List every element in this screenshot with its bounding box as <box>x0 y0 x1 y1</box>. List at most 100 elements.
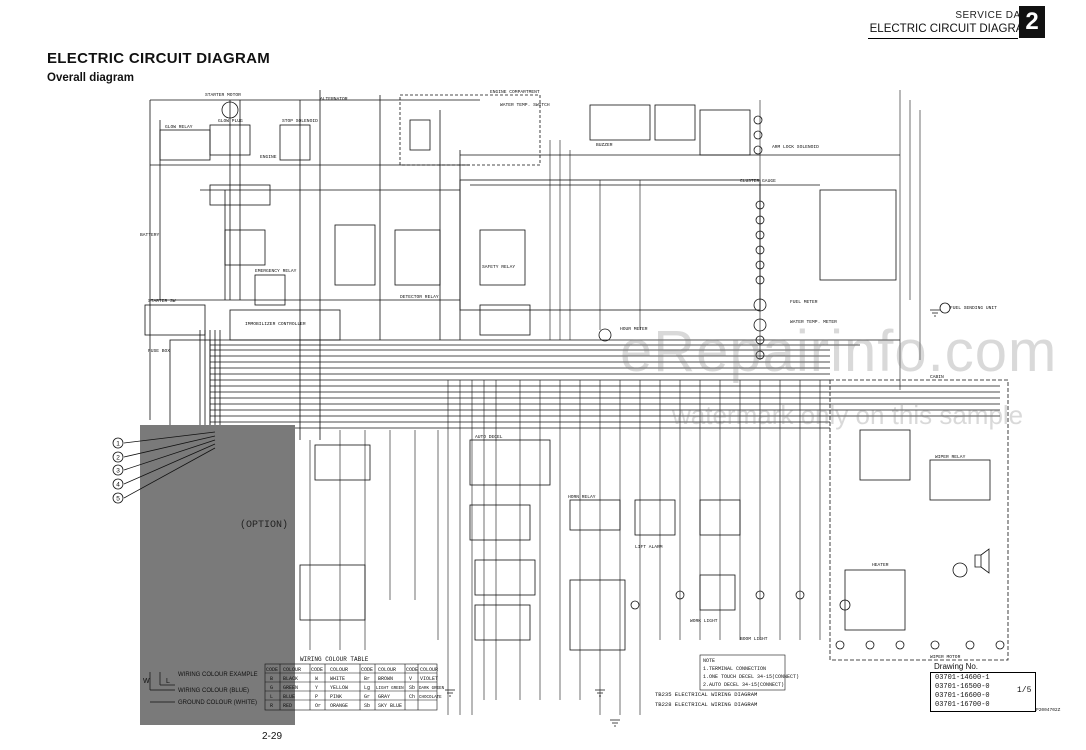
safety-relay-box <box>479 229 526 286</box>
colour-table-title: WIRING COLOUR TABLE <box>300 656 369 663</box>
ct-r0c7: VIOLET <box>420 676 438 682</box>
auto-decel-box <box>469 439 551 486</box>
notes-box <box>699 654 786 691</box>
legend-blue-label: WIRING COLOUR (BLUE) <box>178 688 249 694</box>
glow-plug-box <box>209 124 251 156</box>
footer-code: P2004702Z <box>1036 708 1061 713</box>
label-starter-sw: STARTER SW <box>148 298 176 304</box>
wiring-label-2: TB228 ELECTRICAL WIRING DIAGRAM <box>655 701 757 708</box>
emergency-relay2-box <box>394 229 441 286</box>
ct-h1: COLOUR <box>283 667 301 673</box>
ct-r2c3: PINK <box>330 694 342 700</box>
emergency-relay-box <box>254 274 286 306</box>
marker-2-label: 2 <box>116 455 120 462</box>
legend-example-title: WIRING COLOUR EXAMPLE <box>178 672 258 678</box>
generator-relay-box <box>209 184 271 206</box>
header-rule <box>868 38 1018 39</box>
marker-4 <box>112 478 124 490</box>
ct-r0c3: WHITE <box>330 676 345 682</box>
light-relay2-box <box>699 499 741 536</box>
page-subtitle: Overall diagram <box>47 72 134 84</box>
label-starter-motor: STARTER MOTOR <box>205 92 241 98</box>
marker-2 <box>112 451 124 463</box>
label-boom-light: BOOM LIGHT <box>740 636 768 642</box>
label-engine: ENGINE <box>260 154 277 160</box>
label-glow-plug: GLOW PLUG <box>218 118 243 124</box>
stop-solenoid-box <box>279 124 311 161</box>
label-lift-alarm: LIFT ALARM <box>635 544 663 550</box>
ct-h0: CODE <box>266 667 278 673</box>
marker-4-label: 4 <box>116 482 120 489</box>
page-title: ELECTRIC CIRCUIT DIAGRAM <box>47 50 271 67</box>
arm-switch-box <box>589 104 651 141</box>
ct-r3c0: R <box>270 703 273 709</box>
legend-letter-l: L <box>166 678 170 685</box>
ct-h7: COLOUR <box>420 667 438 673</box>
notes-heading: NOTE <box>703 658 715 664</box>
marker-group <box>112 431 216 504</box>
label-work-light: WORK LIGHT <box>690 618 718 624</box>
marker-5-label: 5 <box>116 496 120 503</box>
drawing-number-label: Drawing No. <box>934 662 979 671</box>
label-safety-relay: SAFETY RELAY <box>482 264 515 270</box>
ct-r0c1: BLACK <box>283 676 298 682</box>
label-immobilizer: IMMOBILIZER CONTROLLER <box>245 321 306 327</box>
ct-r3c4: Sb <box>364 703 370 709</box>
colour-table <box>264 663 438 711</box>
drawing-number-4: 03701-16700-0 <box>935 701 990 709</box>
ct-r1c1: GREEN <box>283 685 298 691</box>
ct-r0c2: W <box>315 676 318 682</box>
section-title: ELECTRIC CIRCUIT DIAGRAM <box>869 23 1033 35</box>
cluster-gauge-box <box>459 179 761 311</box>
marker-1-label: 1 <box>116 441 120 448</box>
notes-line-2: 1.ONE TOUCH DECEL 34-15(CONNECT) <box>703 674 799 680</box>
ct-h6: CODE <box>406 667 418 673</box>
ground-symbols <box>445 309 940 727</box>
label-wiper-motor: WIPER MOTOR <box>930 654 961 660</box>
upper-bus-lines <box>150 99 900 301</box>
label-cluster-gauge: CLUSTER GAUGE <box>740 178 776 184</box>
watermark-notice: watermark only on this sample <box>672 400 1024 430</box>
ct-r1c0: G <box>270 685 273 691</box>
label-water-temp-switch: WATER TEMP. SWITCH <box>500 102 550 108</box>
label-auto-decel: AUTO DECEL <box>475 434 503 440</box>
label-emergency-relay: EMERGENCY RELAY <box>255 268 297 274</box>
ct-r2c6: Ch <box>409 694 415 700</box>
marker-1 <box>112 437 124 449</box>
ct-h2: CODE <box>311 667 323 673</box>
cabin-box <box>829 379 1009 661</box>
ct-r2c5: GRAY <box>378 694 390 700</box>
lamp-circles <box>221 101 1005 650</box>
ct-r1c4: Lg <box>364 685 370 691</box>
ct-r3c2: Or <box>315 703 321 709</box>
ct-h4: CODE <box>361 667 373 673</box>
left-harness <box>149 90 461 440</box>
label-heater: HEATER <box>872 562 889 568</box>
drawing-number-3: 03701-16600-0 <box>935 692 990 700</box>
ct-r3c5: SKY BLUE <box>378 703 402 709</box>
ct-r0c5: BROWN <box>378 676 393 682</box>
ct-h5: COLOUR <box>378 667 396 673</box>
marker-5 <box>112 492 124 504</box>
controller-box <box>819 189 897 281</box>
proportional-controller-box <box>314 444 371 481</box>
arm-proximity-box <box>654 104 696 141</box>
temp-relay-box <box>479 304 531 336</box>
heater-box <box>844 569 906 631</box>
marker-3 <box>112 464 124 476</box>
legend-white-label: GROUND COLOUR (WHITE) <box>178 700 257 706</box>
label-cabin: CABIN <box>930 374 944 380</box>
label-horn-relay: HORN RELAY <box>568 494 596 500</box>
page-number: 2-29 <box>262 731 283 742</box>
fuel-relay-box <box>224 229 266 266</box>
wiring-colour-legend <box>149 672 175 703</box>
label-detector-relay: DETECTOR RELAY <box>400 294 439 300</box>
ct-r0c6: V <box>409 676 412 682</box>
section-label: SERVICE DATA <box>955 10 1033 21</box>
ct-r3c1: RED <box>283 703 292 709</box>
decel-relay2-box <box>474 604 531 641</box>
ct-r0c4: Br <box>364 676 370 682</box>
arm-lock-box <box>699 574 736 611</box>
label-buzzer: BUZZER <box>596 142 613 148</box>
lift-relay-box <box>569 579 626 651</box>
